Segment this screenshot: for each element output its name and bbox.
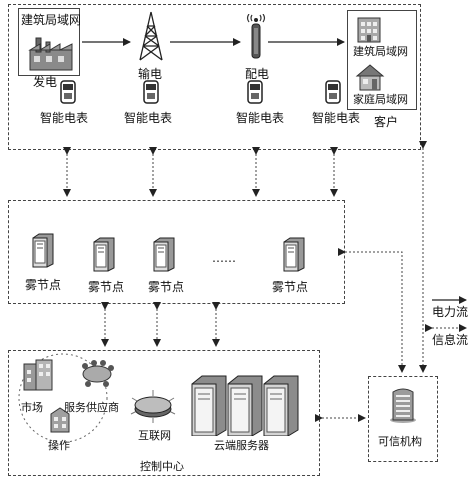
fog-ellipsis: ……	[212, 251, 236, 265]
trusted-links	[315, 141, 427, 422]
legend-power-flow: 电力流	[432, 305, 469, 319]
house-icon	[355, 64, 385, 91]
internet-label: 互联网	[138, 429, 171, 442]
fog-node-label: 雾节点	[88, 280, 125, 294]
fog-server-icon	[283, 237, 305, 272]
generation-building-box	[18, 8, 80, 76]
smart-meter-icon	[325, 80, 341, 104]
smart-meter-label: 智能电表	[312, 111, 361, 125]
legend-info-flow: 信息流	[432, 333, 469, 347]
smart-meter-label: 智能电表	[124, 111, 173, 125]
fog-server-icon	[153, 237, 175, 272]
control-center-title: 控制中心	[140, 460, 184, 473]
generation-label: 发电	[33, 75, 58, 89]
fog-node-label: 雾节点	[148, 280, 185, 294]
distribution-label: 配电	[245, 67, 270, 81]
stakeholder-circle	[18, 353, 108, 443]
fog-server-icon	[93, 237, 115, 272]
trusted-authority-icon	[390, 388, 416, 423]
smart-meter-icon	[247, 80, 263, 104]
customer-label: 客户	[374, 115, 399, 129]
meter-to-fog-links	[63, 147, 338, 197]
trusted-authority-label: 可信机构	[378, 435, 422, 448]
fog-to-control-links	[101, 302, 220, 347]
customer-building-lan-label: 建筑局域网	[353, 45, 408, 58]
operation-building-icon	[50, 407, 70, 433]
transmission-tower-icon	[139, 11, 163, 61]
internet-router-icon	[130, 390, 176, 423]
grid-section-box	[8, 4, 421, 150]
smart-meter-label: 智能电表	[40, 111, 89, 125]
factory-icon	[28, 37, 73, 71]
trusted-authority-box	[368, 376, 438, 462]
fog-node-label: 雾节点	[25, 278, 62, 292]
service-provider-label: 服务供应商	[64, 401, 119, 414]
customer-box	[347, 10, 417, 110]
smart-meter-icon	[143, 80, 159, 104]
transmission-label: 输电	[138, 67, 163, 81]
market-icon	[23, 359, 53, 391]
cloud-servers-label: 云端服务器	[214, 439, 269, 452]
control-center-box	[8, 350, 320, 476]
smart-meter-label: 智能电表	[236, 111, 285, 125]
cloud-server-icon	[191, 375, 299, 436]
office-building-icon	[357, 17, 381, 43]
operation-label: 操作	[48, 439, 70, 452]
customer-home-lan-label: 家庭局域网	[353, 93, 408, 106]
distribution-antenna-icon	[246, 14, 266, 59]
fog-node-label: 雾节点	[272, 280, 309, 294]
smart-meter-icon	[60, 80, 76, 104]
generation-box-label: 建筑局域网	[21, 13, 82, 27]
market-label: 市场	[21, 401, 43, 414]
fog-server-icon	[32, 233, 54, 268]
service-provider-icon	[82, 360, 114, 387]
